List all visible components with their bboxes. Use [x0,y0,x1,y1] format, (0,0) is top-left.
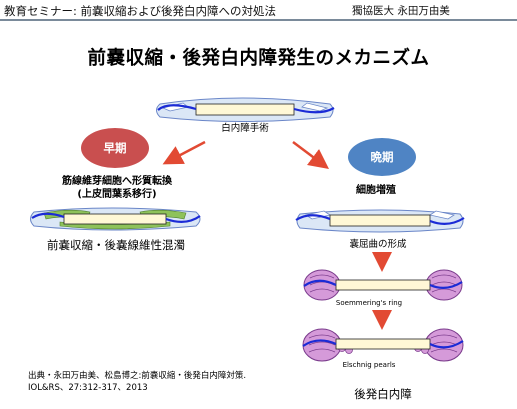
early-result: 前嚢収縮・後嚢線維性混濁 [47,238,185,252]
iol-haptic-right [429,340,464,349]
iol-haptic-left [302,339,337,347]
iol-haptic-right [293,107,335,114]
reference-citation: 出典・永田万由美、松島博之:前嚢収縮・後発白内障対策. IOL&RS、27:31… [28,370,246,394]
early-process-line2: (上皮間葉系移行) [77,187,156,200]
iol-optic [63,213,167,225]
reference-line1: 出典・永田万由美、松島博之:前嚢収縮・後発白内障対策. [28,371,247,381]
reference-line2: IOL&RS、27:312-317、2013 [28,383,148,393]
main-title: 前嚢収縮・後発白内障発生のメカニズム [87,48,430,69]
capsular-bend-illustration [295,209,465,233]
late-process: 細胞増殖 [356,183,396,196]
late-result: 後発白内障 [354,387,412,401]
capsular-bend-label: 嚢屈曲の形成 [349,238,407,250]
soemmerings-ring-illustration [303,269,463,301]
iol-optic [335,338,431,350]
iol-haptic-right [429,281,463,289]
late-stage-badge: 晩期 [348,138,416,176]
iol-haptic-left [303,279,337,287]
header-author: 獨協医大 永田万由美 [352,5,450,17]
header-divider [0,19,517,21]
early-process-line1: 筋線維芽細胞へ形質転換 [61,174,173,187]
iol-haptic-left [295,214,331,221]
header-title: 教育セミナー: 前嚢収縮および後発白内障への対処法 [4,4,277,18]
elschnig-pearls-illustration [302,328,464,362]
soemmerings-ring-label: Soemmering's ring [336,299,402,307]
arrow-to-late [292,141,329,169]
iol-optic [335,279,431,291]
iol-haptic-right [429,217,465,225]
anterior-capsule-contraction-illustration [30,207,201,231]
iol-haptic-left [31,212,65,219]
iol-optic [329,214,431,227]
iol-haptic-left [157,104,197,111]
iol-haptic-right [165,215,201,223]
early-stage-badge: 早期 [81,128,149,168]
elschnig-pearls-label: Elschnig pearls [343,361,396,369]
iol-optic [195,103,295,116]
post-surgery-capsule-illustration [156,97,335,122]
arrow-to-early [162,140,206,165]
cataract-surgery-label: 白内障手術 [221,122,269,134]
